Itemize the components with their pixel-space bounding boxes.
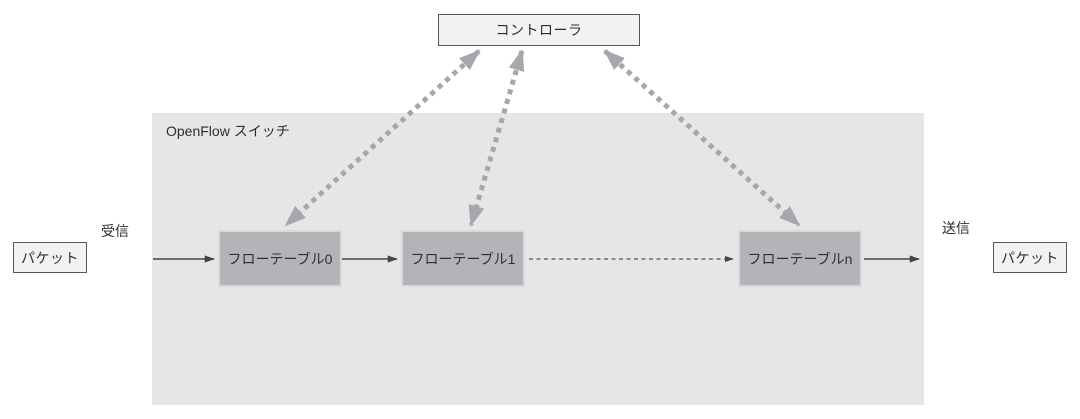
flow-table-1-box: フローテーブル1 <box>401 230 525 287</box>
receive-label: 受信 <box>101 223 129 239</box>
flow-table-0-box: フローテーブル0 <box>218 230 342 287</box>
packet-out-label: パケット <box>1001 249 1059 266</box>
flow-table-1-label: フローテーブル1 <box>410 250 516 267</box>
flow-table-0-label: フローテーブル0 <box>227 250 333 267</box>
packet-out-box: パケット <box>993 242 1067 273</box>
openflow-switch-label: OpenFlow スイッチ <box>166 123 290 139</box>
send-label: 送信 <box>942 220 970 236</box>
flow-table-n-box: フローテーブルn <box>738 230 862 287</box>
controller-box: コントローラ <box>438 14 640 46</box>
flow-table-n-label: フローテーブルn <box>747 250 853 267</box>
controller-label: コントローラ <box>495 22 583 38</box>
packet-in-label: パケット <box>21 249 79 266</box>
packet-in-box: パケット <box>13 242 87 273</box>
